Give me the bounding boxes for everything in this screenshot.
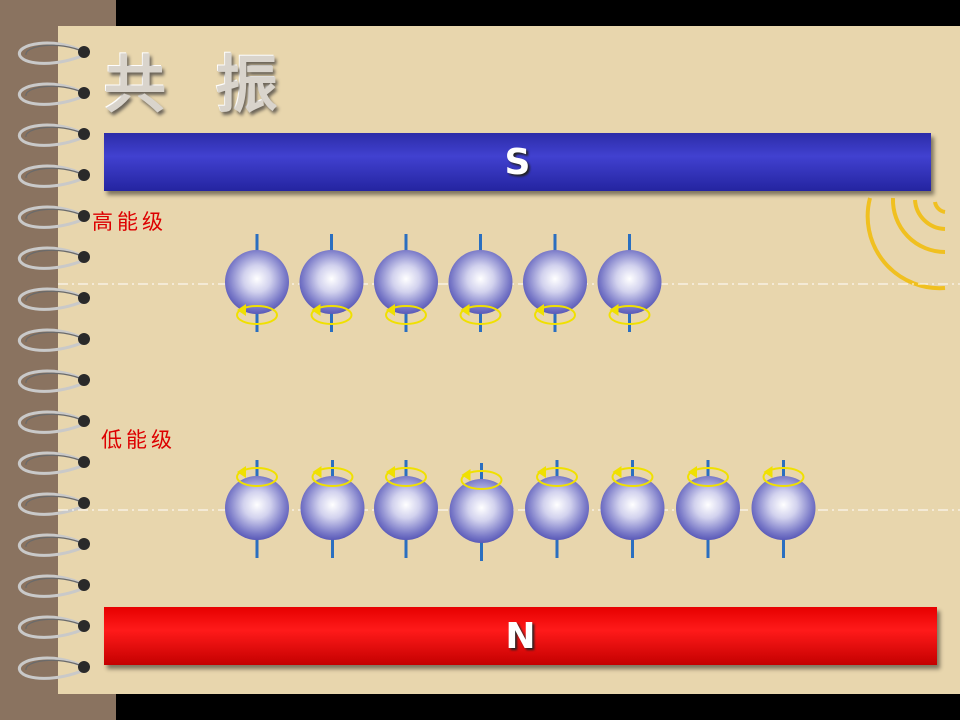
spiral-ring-icon: [18, 287, 90, 311]
spiral-ring-icon: [18, 41, 90, 65]
spiral-ring-icon: [18, 533, 90, 557]
spiral-ring-icon: [18, 246, 90, 270]
spiral-ring-icon: [18, 328, 90, 352]
spinning-sphere-icon: [448, 234, 513, 332]
low-energy-label: 低能级: [101, 428, 176, 452]
spiral-ring-icon: [18, 369, 90, 393]
high-energy-spins: [225, 234, 662, 332]
spinning-sphere-icon: [225, 234, 289, 332]
page-title: 共 振: [104, 48, 292, 121]
magnet-s-pole: S: [104, 133, 931, 191]
spinning-sphere-icon: [525, 460, 589, 558]
spinning-sphere-icon: [600, 460, 665, 558]
spiral-ring-icon: [18, 123, 90, 147]
spiral-ring-icon: [18, 82, 90, 106]
spiral-ring-icon: [18, 451, 90, 475]
spinning-sphere-icon: [449, 463, 514, 561]
spinning-sphere-icon: [751, 460, 816, 558]
spinning-sphere-icon: [300, 460, 365, 558]
spinning-sphere-icon: [374, 460, 438, 558]
low-energy-spins: [225, 460, 816, 561]
high-energy-label: 高能级: [92, 210, 167, 234]
spinning-sphere-icon: [523, 234, 587, 332]
spiral-ring-icon: [18, 164, 90, 188]
spinning-sphere-icon: [597, 234, 662, 332]
magnet-s-label: S: [504, 141, 531, 183]
spiral-binding: [18, 41, 90, 680]
spinning-sphere-icon: [676, 460, 740, 558]
magnet-n-label: N: [505, 615, 536, 657]
spiral-ring-icon: [18, 656, 90, 680]
spinning-sphere-icon: [225, 460, 289, 558]
spiral-ring-icon: [18, 492, 90, 516]
spinning-sphere-icon: [374, 234, 438, 332]
spiral-ring-icon: [18, 205, 90, 229]
magnet-n-pole: N: [104, 607, 937, 665]
spiral-ring-icon: [18, 615, 90, 639]
spiral-ring-icon: [18, 574, 90, 598]
spiral-ring-icon: [18, 410, 90, 434]
radio-wave-icon: [865, 197, 946, 291]
spinning-sphere-icon: [299, 234, 364, 332]
